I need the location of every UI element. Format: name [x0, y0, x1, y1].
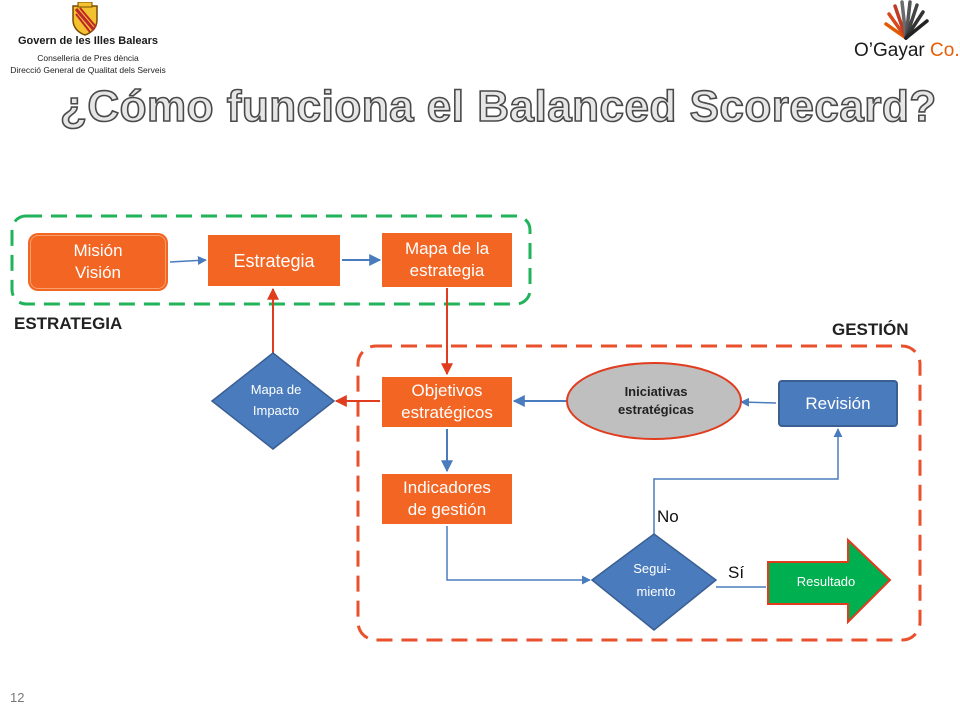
management-group-frame — [356, 344, 922, 642]
resultado-label: Resultado — [797, 574, 856, 589]
seguimiento-label-line2: miento — [636, 584, 675, 599]
management-group-label: GESTIÓN — [832, 320, 909, 339]
estrategia-label: Estrategia — [233, 250, 315, 271]
indicadores-label-line2: de gestión — [407, 500, 487, 519]
page-title: ¿Cómo funciona el Balanced Scorecard? — [59, 81, 937, 132]
mapa-impacto-diamond — [210, 352, 336, 450]
edge-label-no: No — [657, 507, 679, 526]
seguimiento-label-line1: Segui- — [633, 561, 671, 576]
government-logo: Govern de les Illes Balears Conselleria … — [0, 0, 180, 80]
resultado-arrow — [767, 537, 892, 625]
iniciativas-label-line2: estratégicas — [618, 402, 694, 417]
arrow-seguimiento-no-to-revision — [653, 428, 843, 542]
arrow-indicadores-to-seguimiento — [446, 526, 591, 585]
edge-label-si: Sí — [728, 563, 744, 582]
estrategia-box: Estrategia — [208, 235, 340, 286]
department-line-1: Conselleria de Pres dència — [37, 53, 139, 63]
department-line-2: Direcció General de Qualitat dels Servei… — [10, 65, 166, 75]
objetivos-label-line2: estratégicos — [401, 403, 493, 422]
mapa-estrategia-label-line2: estrategia — [409, 261, 485, 280]
mapa-estrategia-label-line1: Mapa de la — [404, 239, 490, 258]
government-name: Govern de les Illes Balears — [17, 35, 159, 47]
revision-box: Revisión — [778, 380, 898, 427]
fan-logo-icon — [884, 0, 929, 40]
indicadores-gestion-box: Indicadores de gestión — [382, 474, 512, 524]
mapa-impacto-label-line1: Mapa de — [251, 382, 302, 397]
vision-label: Visión — [75, 263, 121, 282]
mision-label: Misión — [73, 241, 123, 260]
company-name-main: O’Gayar — [854, 40, 925, 61]
iniciativas-label-line1: Iniciativas — [625, 384, 688, 399]
slide-number: 12 — [10, 690, 25, 705]
company-name: O’Gayar Co. — [854, 40, 960, 62]
objetivos-estrategicos-box: Objetivos estratégicos — [382, 377, 512, 427]
mision-vision-box: Misión Visión — [28, 233, 168, 291]
arrow-mision-to-estrategia — [169, 255, 207, 265]
mapa-estrategia-box: Mapa de la estrategia — [382, 233, 512, 287]
strategy-group-frame — [10, 214, 532, 306]
coat-of-arms-icon — [72, 2, 98, 36]
iniciativas-ellipse — [566, 362, 742, 440]
mapa-impacto-label-line2: Impacto — [253, 403, 299, 418]
revision-label: Revisión — [805, 393, 871, 413]
company-logo: O’Gayar Co. — [830, 0, 960, 70]
company-name-suffix: Co. — [930, 40, 960, 61]
objetivos-label-line1: Objetivos — [411, 381, 483, 400]
arrow-revision-to-iniciativas — [740, 397, 777, 407]
seguimiento-diamond — [590, 533, 718, 631]
indicadores-label-line1: Indicadores — [403, 478, 491, 497]
strategy-group-label: ESTRATEGIA — [14, 314, 123, 333]
